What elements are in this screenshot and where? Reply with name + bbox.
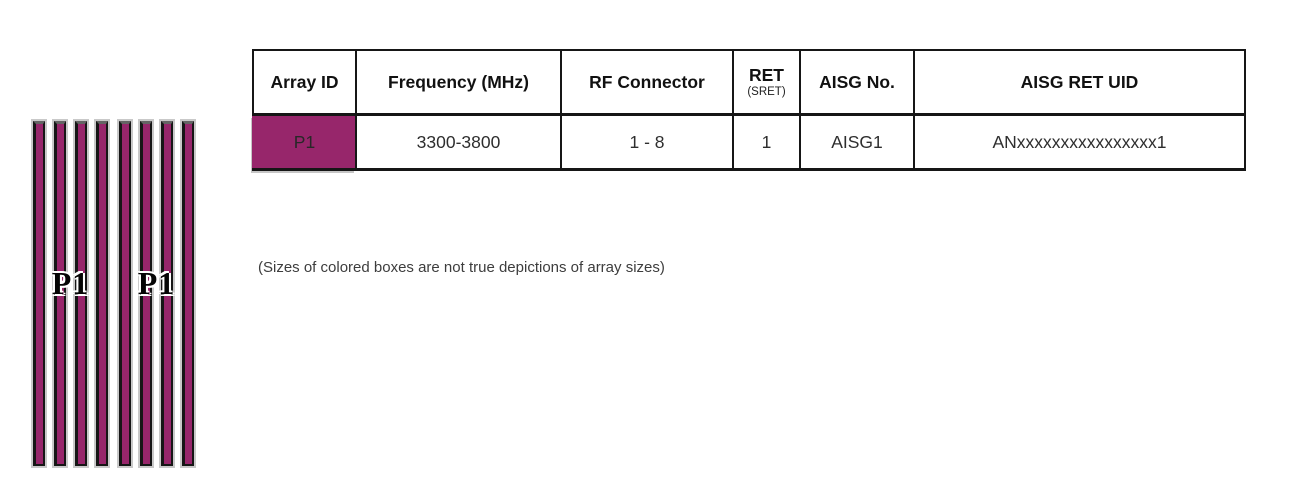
cell-frequency: 3300-3800 [355,113,562,171]
array-group-label: P1 [51,265,90,301]
antenna-array-diagram: P1 P1 [31,119,196,468]
array-bar [117,119,133,468]
note-text: (Sizes of colored boxes are not true dep… [258,259,665,276]
array-bar [138,119,154,468]
array-bar [159,119,175,468]
cell-ret: 1 [732,113,801,171]
array-group-label: P1 [137,265,176,301]
array-bar [52,119,68,468]
cell-array-id: P1 [252,113,357,171]
array-group-1: P1 [31,119,110,468]
column-header-rf-connector: RF Connector [560,49,734,116]
array-spec-table: Array ID Frequency (MHz) RF Connector RE… [252,49,1246,171]
column-header-ret-main: RET [749,64,784,85]
column-header-aisg-ret-uid: AISG RET UID [913,49,1246,116]
cell-rf-connector: 1 - 8 [560,113,734,171]
array-group-2: P1 [117,119,196,468]
array-bar [94,119,110,468]
column-header-ret-sub: (SRET) [747,85,786,98]
cell-aisg-no: AISG1 [799,113,915,171]
array-bar [31,119,47,468]
column-header-frequency: Frequency (MHz) [355,49,562,116]
column-header-aisg-no: AISG No. [799,49,915,116]
array-bar [73,119,89,468]
column-header-array-id: Array ID [252,49,357,116]
array-bar [180,119,196,468]
column-header-ret: RET (SRET) [732,49,801,116]
table-row: P1 3300-3800 1 - 8 1 AISG1 ANxxxxxxxxxxx… [252,113,1246,171]
cell-aisg-ret-uid: ANxxxxxxxxxxxxxxxx1 [913,113,1246,171]
header-row: Array ID Frequency (MHz) RF Connector RE… [252,49,1246,116]
